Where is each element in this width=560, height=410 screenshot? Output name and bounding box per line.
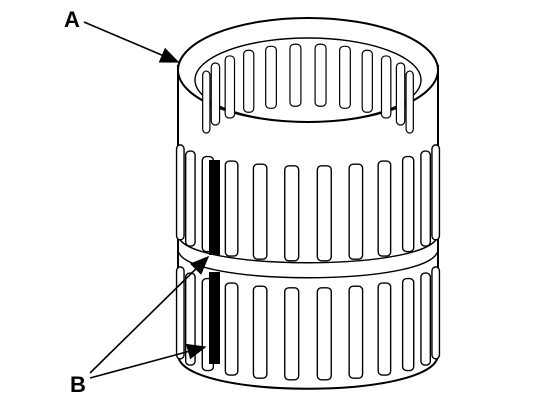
outer-roller xyxy=(431,144,441,241)
outer-roller xyxy=(431,266,441,360)
outer-roller xyxy=(252,285,268,379)
outer-roller xyxy=(224,160,239,257)
inner-roller xyxy=(339,45,351,109)
outer-roller xyxy=(377,160,392,257)
inner-roller xyxy=(395,62,406,126)
highlighted-slot-lower xyxy=(209,272,220,364)
inner-roller xyxy=(265,45,277,109)
outer-roller xyxy=(420,272,432,366)
outer-roller xyxy=(401,277,415,372)
callout-label-a: A xyxy=(64,7,80,32)
inner-roller xyxy=(224,55,236,119)
inner-rollers xyxy=(202,43,414,134)
inner-roller xyxy=(210,62,221,126)
inner-roller xyxy=(361,49,373,113)
outer-roller xyxy=(348,163,364,260)
outer-roller xyxy=(175,144,185,241)
cage-middle-band-top xyxy=(177,234,439,264)
outer-roller xyxy=(401,155,415,253)
inner-roller xyxy=(202,70,211,134)
callout-label-b: B xyxy=(70,372,86,397)
cage-top-inner-rim xyxy=(194,37,422,123)
outer-roller xyxy=(377,282,392,376)
outer-roller xyxy=(224,282,239,376)
outer-roller xyxy=(284,165,300,262)
callout-arrow-a xyxy=(83,21,180,63)
outer-roller xyxy=(348,285,364,379)
inner-roller xyxy=(380,55,392,119)
inner-roller xyxy=(243,49,255,113)
outer-roller xyxy=(316,165,332,262)
inner-roller xyxy=(314,43,327,107)
outer-roller xyxy=(316,287,332,381)
callout-arrow-b-lower xyxy=(89,343,207,379)
highlighted-slot-upper xyxy=(209,160,220,255)
inner-roller xyxy=(405,70,414,134)
callout-arrow-b-upper xyxy=(89,255,210,374)
outer-roller xyxy=(420,150,432,247)
outer-roller xyxy=(252,163,268,260)
cage-bottom-edge xyxy=(177,354,439,390)
outer-rollers-upper-row xyxy=(175,144,441,262)
outer-roller xyxy=(184,150,196,247)
inner-roller xyxy=(289,43,302,107)
outer-roller xyxy=(175,266,185,360)
outer-roller xyxy=(284,287,300,381)
